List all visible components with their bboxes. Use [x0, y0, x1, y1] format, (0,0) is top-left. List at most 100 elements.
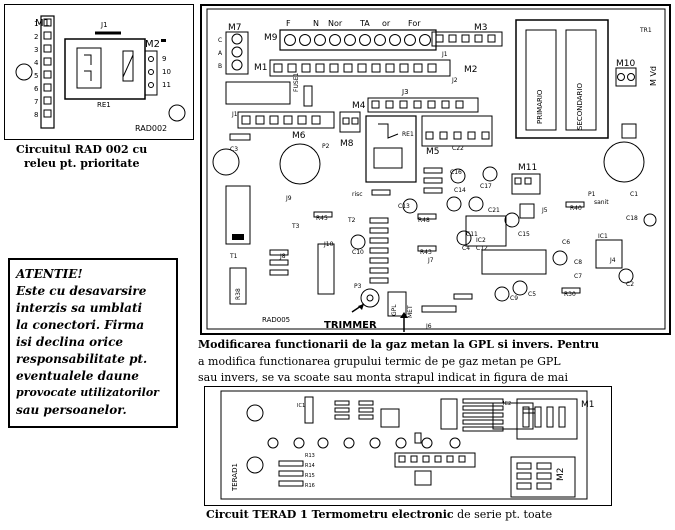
svg-text:M6: M6 [292, 131, 306, 141]
svg-text:R38: R38 [235, 288, 242, 300]
svg-text:8: 8 [34, 111, 38, 119]
svg-text:J5: J5 [541, 207, 548, 214]
svg-text:M11: M11 [518, 163, 537, 173]
svg-text:C15: C15 [518, 231, 530, 238]
warning-box: ATENTIE! Este cu desavarsire interzis sa… [8, 258, 178, 428]
svg-text:M2: M2 [145, 39, 160, 50]
svg-text:R43: R43 [420, 249, 432, 256]
svg-text:C12: C12 [476, 245, 488, 252]
warning-line: responsabilitate pt. [16, 352, 148, 366]
terad-caption: Circuit TERAD 1 Termometru electronic de… [206, 508, 552, 521]
svg-text:J2: J2 [451, 77, 458, 84]
svg-text:RAD002: RAD002 [135, 124, 167, 133]
svg-text:C1: C1 [630, 191, 638, 198]
svg-text:TA: TA [359, 19, 370, 28]
svg-text:R40: R40 [570, 205, 582, 212]
svg-text:M10: M10 [616, 59, 635, 69]
svg-text:C4: C4 [462, 245, 470, 252]
svg-text:C7: C7 [574, 273, 582, 280]
svg-text:J1: J1 [100, 21, 108, 29]
svg-text:J6: J6 [425, 323, 432, 330]
svg-text:P1: P1 [588, 191, 596, 198]
svg-text:sanit: sanit [594, 199, 609, 206]
svg-text:C11: C11 [466, 231, 478, 238]
svg-text:4: 4 [34, 59, 39, 67]
svg-text:TR1: TR1 [639, 27, 652, 34]
svg-text:J1: J1 [231, 111, 238, 118]
svg-text:M1: M1 [35, 18, 50, 29]
svg-text:11: 11 [162, 81, 171, 89]
svg-text:M5: M5 [426, 147, 440, 157]
svg-text:TRIMMER: TRIMMER [324, 320, 377, 331]
warning-line: interzis sa umblati [16, 301, 143, 315]
svg-text:M Vd: M Vd [649, 66, 658, 86]
svg-text:7: 7 [34, 98, 38, 106]
svg-text:3: 3 [34, 46, 38, 54]
rad005-pcb-drawing: M7 CAB M9 F N Nor TA or For M3 M1 J1 M2 … [206, 8, 666, 332]
svg-text:C6: C6 [562, 239, 570, 246]
svg-text:J9: J9 [285, 195, 292, 202]
terad-caption-bold: Circuit TERAD 1 Termometru electronic [206, 508, 454, 521]
svg-text:J8: J8 [279, 253, 286, 260]
warning-line: isi declina orice [16, 335, 124, 349]
svg-text:risc: risc [352, 191, 363, 198]
svg-text:C21: C21 [488, 207, 500, 214]
svg-text:C: C [218, 37, 222, 44]
svg-text:MET: MET [407, 305, 414, 318]
svg-text:PRIMARIO: PRIMARIO [536, 89, 544, 124]
svg-text:C18: C18 [626, 215, 638, 222]
warning-title: ATENTIE! [16, 267, 83, 281]
svg-text:2: 2 [34, 33, 38, 41]
svg-text:SECONDARIO: SECONDARIO [576, 83, 584, 130]
note-line-3: sau invers, se va scoate sau monta strap… [198, 371, 568, 384]
svg-text:C3: C3 [230, 146, 238, 153]
svg-text:T3: T3 [291, 223, 300, 230]
svg-text:TERAD1: TERAD1 [231, 463, 239, 492]
svg-text:IC1: IC1 [598, 233, 608, 240]
svg-text:R15: R15 [305, 473, 315, 479]
svg-text:R14: R14 [305, 463, 315, 469]
svg-text:B: B [218, 63, 222, 70]
svg-text:R16: R16 [305, 483, 315, 489]
svg-text:C5: C5 [528, 291, 536, 298]
warning-line: Este cu desavarsire [16, 284, 147, 298]
svg-text:C10: C10 [352, 249, 364, 256]
svg-text:M2: M2 [464, 65, 478, 75]
note-line-1: Modificarea functionarii de la gaz metan… [198, 338, 599, 351]
svg-text:C22: C22 [452, 145, 464, 152]
svg-text:J7: J7 [427, 257, 434, 264]
rad002-caption-line2: releu pt. prioritate [24, 157, 140, 170]
svg-text:T1: T1 [229, 253, 238, 260]
svg-text:For: For [408, 19, 421, 28]
terad-pcb-drawing: IC1 IC2 M1 TERAD1 R13 [220, 390, 595, 500]
svg-text:R30: R30 [564, 291, 576, 298]
rad002-caption-line1: Circuitul RAD 002 cu [16, 143, 148, 156]
svg-text:RE1: RE1 [402, 131, 414, 138]
svg-text:RE1: RE1 [97, 101, 111, 109]
svg-text:1: 1 [34, 20, 38, 28]
svg-text:C16: C16 [450, 169, 462, 176]
svg-text:M7: M7 [228, 23, 242, 33]
svg-text:C9: C9 [510, 295, 518, 302]
terad-panel: IC1 IC2 M1 TERAD1 R13 [204, 386, 612, 506]
svg-text:C8: C8 [574, 259, 582, 266]
svg-text:M2: M2 [556, 468, 566, 482]
warning-line: sau persoanelor. [16, 403, 127, 417]
svg-text:5: 5 [34, 72, 38, 80]
svg-text:M4: M4 [352, 101, 366, 111]
svg-text:R13: R13 [305, 453, 315, 459]
svg-text:IC1: IC1 [297, 403, 305, 409]
terad-caption-rest: de serie pt. toate [453, 508, 553, 521]
svg-text:C17: C17 [480, 183, 492, 190]
svg-text:M1: M1 [581, 400, 595, 410]
svg-text:C2: C2 [626, 281, 634, 288]
svg-text:6: 6 [34, 85, 39, 93]
warning-line: eventualele daune [16, 369, 139, 383]
svg-text:or: or [382, 19, 391, 28]
svg-text:T2: T2 [347, 217, 356, 224]
warning-line: la conectori. Firma [16, 318, 145, 332]
svg-text:IC2: IC2 [503, 401, 511, 407]
svg-text:RAD005: RAD005 [262, 316, 290, 324]
